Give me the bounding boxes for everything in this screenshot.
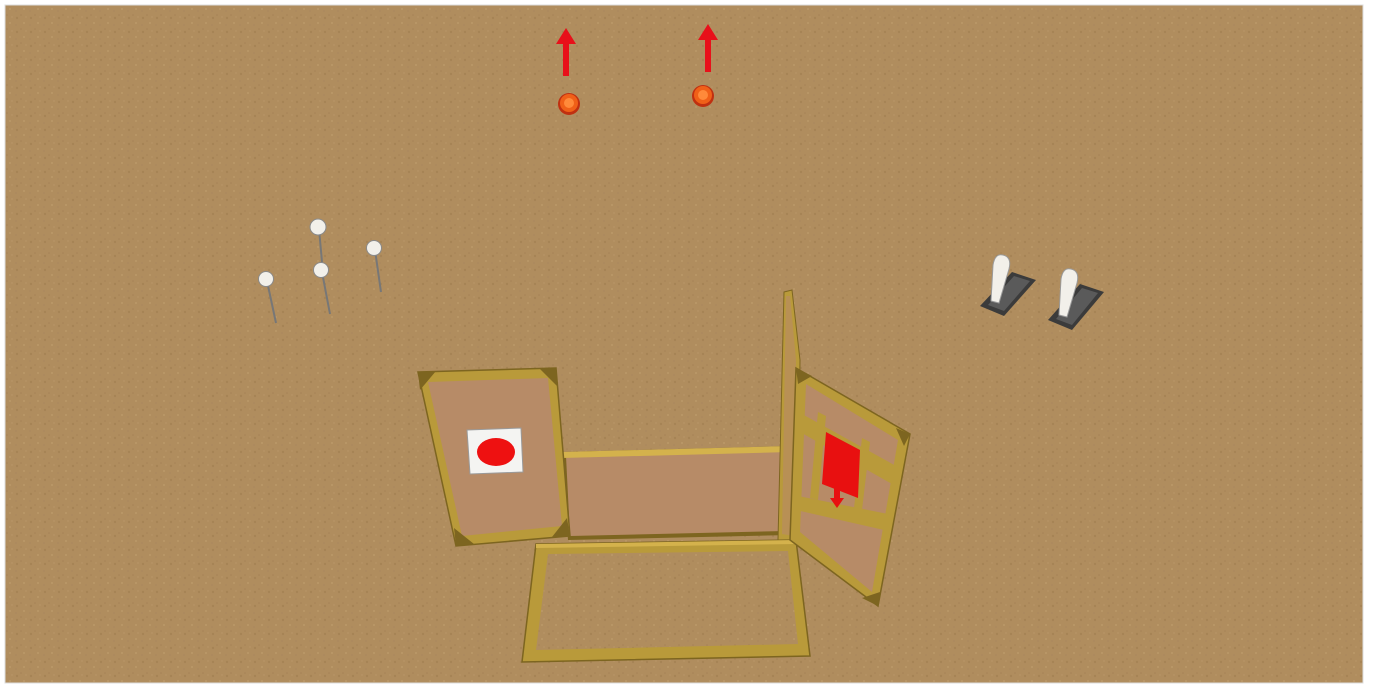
back-wall — [562, 446, 790, 540]
floor-frame — [522, 540, 810, 662]
orange-popper-target-icon — [558, 93, 580, 115]
orange-popper-target-icon — [692, 85, 714, 107]
red-circle-target-icon — [467, 428, 523, 474]
